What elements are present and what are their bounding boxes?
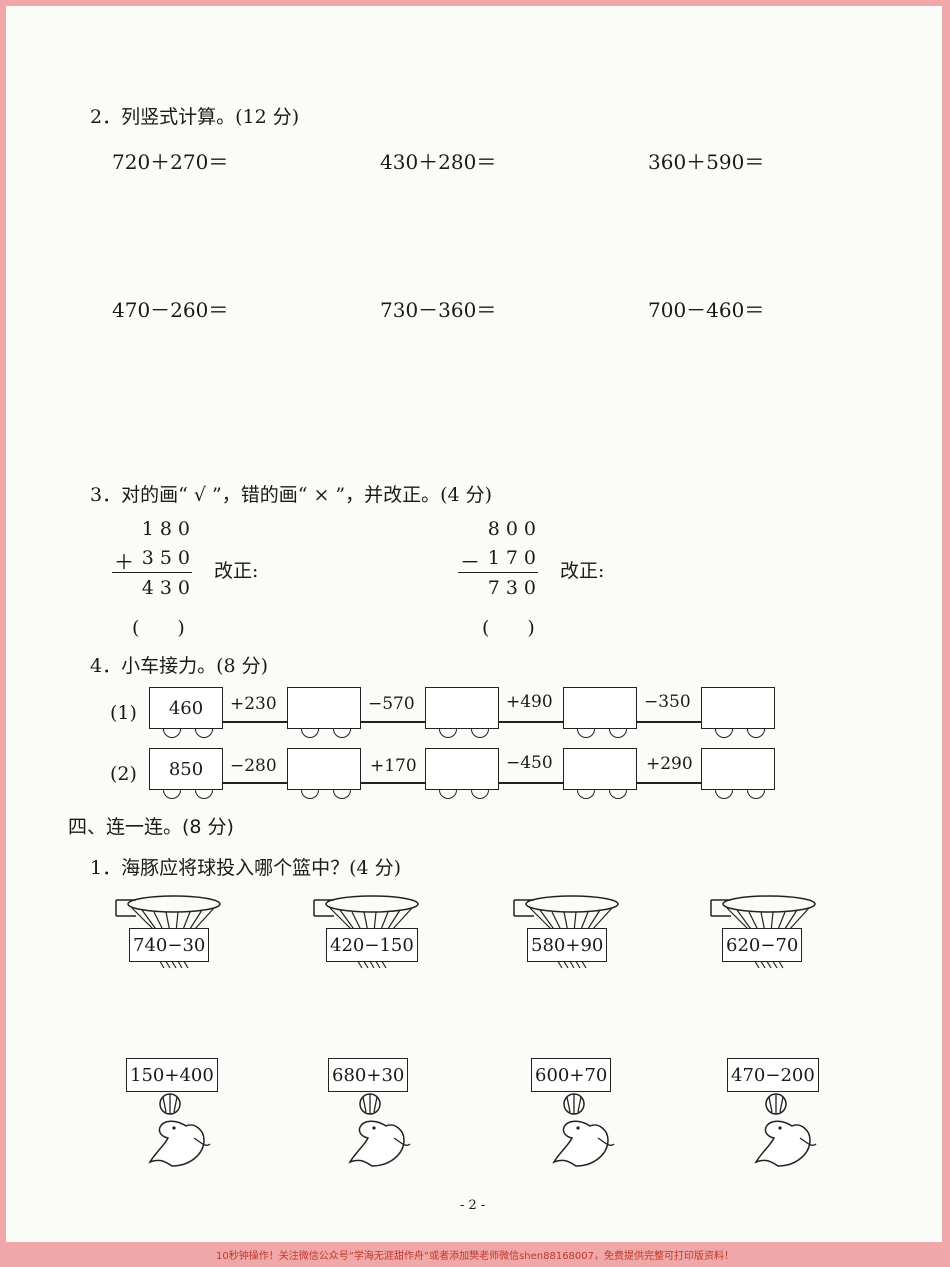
- q3-b-answer-paren[interactable]: ( ): [482, 617, 535, 639]
- train-car-blank[interactable]: [563, 748, 637, 790]
- q3-a-correct-label: 改正:: [214, 560, 259, 582]
- op-label: −280: [230, 756, 277, 776]
- wheel: [609, 790, 627, 799]
- dolphin-with-ball-icon: [754, 1093, 817, 1167]
- q3-a-bottom: 350: [141, 547, 196, 569]
- q3-a-top: 180: [141, 518, 196, 540]
- basket-expression[interactable]: 580+90: [527, 928, 608, 962]
- dolphin-expression[interactable]: 680+30: [328, 1058, 409, 1092]
- wheel: [715, 790, 733, 799]
- train-car: 850: [149, 748, 223, 790]
- wheel: [715, 729, 733, 738]
- train-car-value: 460: [168, 697, 204, 719]
- q4-row1-label: (1): [110, 702, 137, 724]
- footer-banner: 10秒钟操作！关注微信公众号“学海无涯甜作舟”或者添加樊老师微信shen8816…: [0, 1242, 950, 1267]
- op-label: −570: [368, 694, 415, 714]
- sec4-q1-title: 1．海豚应将球投入哪个篮中？(4 分): [90, 857, 402, 879]
- wheel: [609, 729, 627, 738]
- basketball-hoop-icon: [710, 895, 816, 969]
- basketball-hoop-icon: [313, 895, 419, 969]
- train-car: 460: [149, 687, 223, 729]
- q2-eq-6: 700－460＝: [648, 298, 765, 322]
- q2-eq-1: 720＋270＝: [112, 150, 229, 174]
- basket-expression[interactable]: 420−150: [326, 928, 418, 962]
- train-car-value: 850: [168, 758, 204, 780]
- footer-text: 10秒钟操作！关注微信公众号“学海无涯甜作舟”或者添加樊老师微信shen8816…: [215, 1251, 735, 1262]
- q2-eq-5: 730－360＝: [380, 298, 497, 322]
- train-car-blank[interactable]: [425, 687, 499, 729]
- wheel: [577, 790, 595, 799]
- wheel: [471, 729, 489, 738]
- q3-b-correct-label: 改正:: [560, 560, 605, 582]
- basketball-hoop-icon: [513, 895, 619, 969]
- wheel: [163, 790, 181, 799]
- q2-title: 2．列竖式计算。(12 分): [90, 106, 300, 128]
- wheel: [163, 729, 181, 738]
- q3-a-result: 430: [141, 577, 196, 599]
- wheel: [471, 790, 489, 799]
- q3-b-bottom: 170: [487, 547, 542, 569]
- op-label: +230: [230, 694, 277, 714]
- q2-eq-3: 360＋590＝: [648, 150, 765, 174]
- op-label: +290: [646, 754, 693, 774]
- connector: [222, 721, 287, 723]
- wheel: [747, 790, 765, 799]
- connector: [636, 782, 701, 784]
- connector: [636, 721, 701, 723]
- dolphin-with-ball-icon: [148, 1093, 211, 1167]
- connector: [360, 782, 425, 784]
- wheel: [747, 729, 765, 738]
- wheel: [577, 729, 595, 738]
- train-car-blank[interactable]: [701, 748, 775, 790]
- q3-title: 3．对的画“ √ ”，错的画“ × ”，并改正。(4 分): [90, 484, 493, 506]
- train-car-blank[interactable]: [563, 687, 637, 729]
- q4-title: 4．小车接力。(8 分): [90, 655, 269, 677]
- dolphin-with-ball-icon: [348, 1093, 411, 1167]
- page-number: - 2 -: [460, 1198, 486, 1213]
- q3-b-top: 800: [487, 518, 542, 540]
- wheel: [333, 790, 351, 799]
- wheel: [439, 790, 457, 799]
- train-car-blank[interactable]: [701, 687, 775, 729]
- dolphin-expression[interactable]: 150+400: [126, 1058, 218, 1092]
- dolphin-expression[interactable]: 470−200: [727, 1058, 819, 1092]
- wheel: [195, 729, 213, 738]
- worksheet-page: 2．列竖式计算。(12 分) 720＋270＝ 430＋280＝ 360＋590…: [6, 6, 942, 1242]
- train-car-blank[interactable]: [287, 748, 361, 790]
- train-car-blank[interactable]: [425, 748, 499, 790]
- q2-eq-4: 470－260＝: [112, 298, 229, 322]
- connector: [498, 721, 563, 723]
- wheel: [195, 790, 213, 799]
- q2-eq-2: 430＋280＝: [380, 150, 497, 174]
- op-label: −450: [506, 753, 553, 773]
- connector: [360, 721, 425, 723]
- q3-a-op: ＋: [114, 550, 134, 574]
- dolphin-with-ball-icon: [552, 1093, 615, 1167]
- basket-expression[interactable]: 620−70: [722, 928, 803, 962]
- basket-expression[interactable]: 740−30: [129, 928, 210, 962]
- connector: [498, 782, 563, 784]
- wheel: [439, 729, 457, 738]
- q3-a-answer-paren[interactable]: ( ): [132, 617, 185, 639]
- q3-b-result: 730: [487, 577, 542, 599]
- q3-a-rule: [112, 572, 192, 573]
- connector: [222, 782, 287, 784]
- train-car-blank[interactable]: [287, 687, 361, 729]
- op-label: −350: [644, 692, 691, 712]
- wheel: [301, 729, 319, 738]
- wheel: [333, 729, 351, 738]
- op-label: +490: [506, 692, 553, 712]
- op-label: +170: [370, 756, 417, 776]
- wheel: [301, 790, 319, 799]
- dolphin-expression[interactable]: 600+70: [531, 1058, 612, 1092]
- section4-title: 四、连一连。(8 分): [68, 816, 234, 838]
- q3-b-rule: [458, 572, 538, 573]
- basketball-hoop-icon: [115, 895, 221, 969]
- q3-b-op: －: [460, 550, 480, 574]
- q4-row2-label: (2): [110, 763, 137, 785]
